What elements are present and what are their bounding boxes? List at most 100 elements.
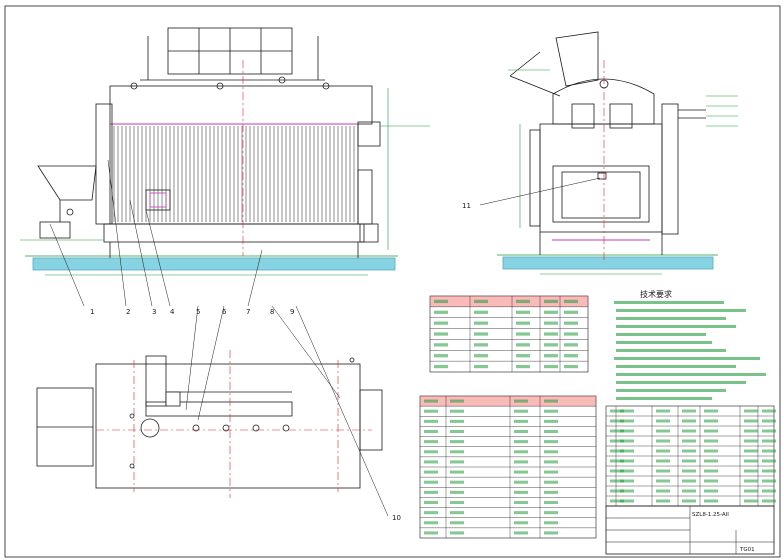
cell-scribble (682, 499, 696, 503)
cell-scribble (610, 469, 624, 473)
cell-scribble (544, 480, 558, 484)
part-number-4: 4 (170, 308, 175, 316)
cell-scribble (762, 479, 776, 483)
cell-scribble (704, 499, 718, 503)
cell-scribble (610, 409, 624, 413)
steam-drum-dome (552, 78, 655, 125)
cell-scribble (610, 439, 624, 443)
cell-scribble (656, 459, 670, 463)
cell-scribble (450, 490, 464, 494)
part-number-7: 7 (246, 308, 250, 316)
cell-scribble (424, 531, 438, 535)
technical-notes-lines (614, 301, 766, 400)
cell-scribble (762, 429, 776, 433)
cell-scribble (544, 310, 558, 314)
note-line (616, 397, 712, 400)
cell-scribble (744, 459, 758, 463)
cell-scribble (762, 439, 776, 443)
cell-scribble (620, 499, 634, 503)
cell-scribble (450, 429, 464, 434)
cell-scribble (514, 399, 528, 403)
cell-scribble (434, 354, 448, 358)
cell-scribble (544, 299, 558, 304)
cell-scribble (424, 490, 438, 494)
cell-scribble (474, 343, 488, 347)
cell-scribble (704, 449, 718, 453)
right-pipe-box (357, 121, 381, 147)
cell-scribble (424, 440, 438, 444)
cell-scribble (682, 409, 696, 413)
cell-scribble (514, 450, 528, 454)
cell-scribble (514, 440, 528, 444)
cell-scribble (424, 409, 438, 413)
cell-scribble (424, 450, 438, 454)
inspection-door (145, 189, 171, 211)
cell-scribble (544, 470, 558, 474)
furnace-door-frame (552, 165, 650, 223)
side-ground-strip (502, 256, 714, 270)
cell-scribble (434, 343, 448, 347)
cell-scribble (450, 419, 464, 423)
side-elevation-view (479, 31, 738, 275)
cell-scribble (610, 489, 624, 493)
note-line (616, 373, 766, 376)
cell-scribble (704, 439, 718, 443)
cell-scribble (620, 419, 634, 423)
cell-scribble (682, 469, 696, 473)
cell-scribble (474, 332, 488, 336)
cell-scribble (762, 469, 776, 473)
cell-scribble (544, 460, 558, 464)
cell-scribble (620, 439, 634, 443)
cell-scribble (682, 419, 696, 423)
title-block-code: TG01 (739, 547, 755, 553)
cell-scribble (450, 450, 464, 454)
cell-scribble (434, 299, 448, 304)
outer-frame (4, 5, 781, 558)
cell-scribble (544, 409, 558, 413)
note-line (616, 341, 712, 344)
cell-scribble (424, 460, 438, 464)
cell-scribble (656, 499, 670, 503)
note-line (616, 349, 726, 352)
note-line (616, 309, 746, 312)
plan-view (36, 350, 383, 498)
cell-scribble (424, 521, 438, 525)
note-line (616, 333, 706, 336)
cell-scribble (564, 332, 578, 336)
cell-scribble (564, 364, 578, 369)
part-number-8: 8 (270, 308, 274, 316)
cell-scribble (544, 419, 558, 423)
cell-scribble (514, 531, 528, 535)
cell-scribble (682, 449, 696, 453)
cell-scribble (744, 479, 758, 483)
cell-scribble (544, 440, 558, 444)
cell-scribble (544, 511, 558, 515)
cell-scribble (450, 399, 464, 403)
cell-scribble (744, 429, 758, 433)
cell-scribble (564, 343, 578, 347)
cell-scribble (516, 364, 530, 369)
technical-notes-title: 技术要求 (640, 289, 672, 299)
cell-scribble (744, 469, 758, 473)
cell-scribble (744, 439, 758, 443)
cell-scribble (762, 449, 776, 453)
cell-scribble (682, 489, 696, 493)
cell-scribble (544, 521, 558, 525)
cell-scribble (704, 469, 718, 473)
cell-scribble (450, 409, 464, 413)
cell-scribble (514, 429, 528, 434)
cell-scribble (514, 511, 528, 515)
part-leaders (49, 159, 389, 517)
cell-scribble (450, 531, 464, 535)
cell-scribble (564, 310, 578, 314)
cell-scribble (514, 460, 528, 464)
cell-scribble (564, 321, 578, 325)
cell-scribble (744, 489, 758, 493)
cell-scribble (544, 343, 558, 347)
cell-scribble (474, 364, 488, 369)
cell-scribble (434, 332, 448, 336)
cell-scribble (516, 299, 530, 304)
cell-scribble (656, 419, 670, 423)
part-number-2: 2 (126, 308, 130, 316)
cell-scribble (610, 419, 624, 423)
